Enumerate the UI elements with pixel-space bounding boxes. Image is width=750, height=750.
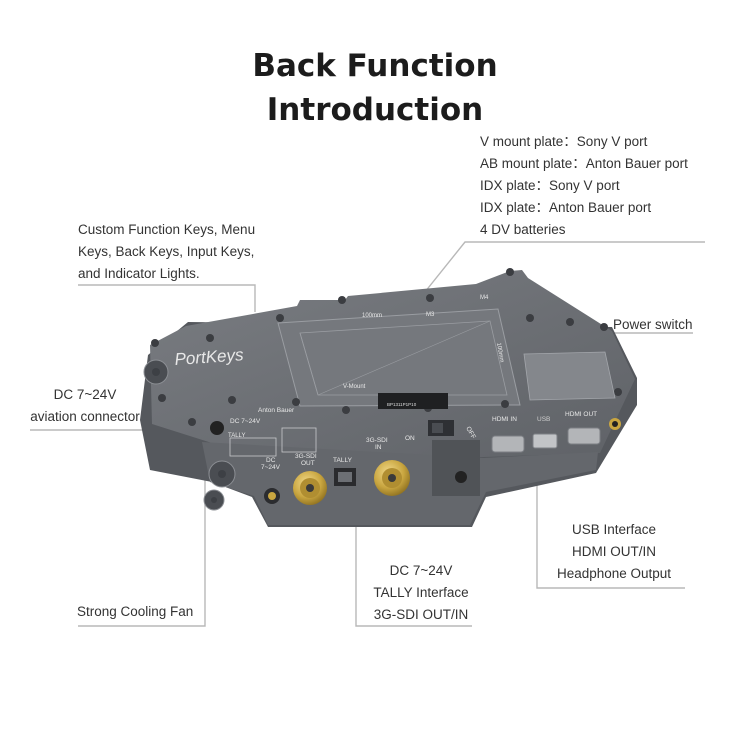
serial-number: BP1311P1P10 <box>387 402 417 407</box>
callout-keys-line-2: Keys, Back Keys, Input Keys, <box>78 244 255 259</box>
callout-usb-line-2: HDMI OUT/IN <box>572 544 656 559</box>
port-label-dc-top: DC 7~24V <box>230 418 261 425</box>
port-label-sdi-out-1: 3G-SDI <box>295 453 317 460</box>
plate-label-m3: M3 <box>426 312 435 318</box>
plate-label-height: 100mm <box>495 342 504 363</box>
page-title-line-1: Back Function <box>252 48 498 84</box>
callout-sdi-line-1: DC 7~24V <box>389 563 453 578</box>
callout-mount-line-5: 4 DV batteries <box>480 222 566 237</box>
port-label-hdmi-out: HDMI OUT <box>565 411 597 418</box>
plate-label-width: 100mm <box>362 313 382 319</box>
port-label-sdi-in-2: IN <box>375 444 382 451</box>
page-title-line-2: Introduction <box>266 92 484 128</box>
callout-keys-line-3: and Indicator Lights. <box>78 266 200 281</box>
callout-dc-aviation-line-2: aviation connector <box>30 409 140 424</box>
port-label-sdi-out-2: OUT <box>301 460 315 467</box>
port-label-on: ON <box>405 435 415 442</box>
monitor-body <box>140 268 637 527</box>
port-label-hdmi-in: HDMI IN <box>492 416 517 423</box>
port-label-dc: DC <box>266 457 276 464</box>
callout-dc-tally-sdi: DC 7~24V TALLY Interface 3G-SDI OUT/IN <box>362 560 480 626</box>
callout-dc-aviation-line-1: DC 7~24V <box>53 387 117 402</box>
callout-cooling-fan: Strong Cooling Fan <box>77 604 194 619</box>
port-label-tally-top: TALLY <box>228 433 245 439</box>
callout-mount-line-1: V mount plate：Sony V port <box>480 134 648 149</box>
callout-mount-plates: V mount plate：Sony V port AB mount plate… <box>480 131 688 241</box>
plate-label-m4: M4 <box>480 295 489 301</box>
port-label-sdi-in-1: 3G-SDI <box>366 437 388 444</box>
callout-power-switch: Power switch <box>613 317 693 332</box>
brand-logo: PortKeys <box>174 345 245 369</box>
callout-sdi-line-2: TALLY Interface <box>373 585 469 600</box>
callout-usb-line-1: USB Interface <box>571 522 657 537</box>
callout-sdi-line-3: 3G-SDI OUT/IN <box>373 607 469 622</box>
callout-dc-aviation: DC 7~24V aviation connector <box>26 384 144 428</box>
callout-mount-line-2: AB mount plate：Anton Bauer port <box>480 156 688 171</box>
callout-mount-line-4: IDX plate：Anton Bauer port <box>480 200 652 215</box>
port-label-tally: TALLY <box>333 457 353 464</box>
callout-function-keys: Custom Function Keys, Menu Keys, Back Ke… <box>78 219 255 285</box>
plate-label-anton-bauer: Anton Bauer <box>258 407 295 414</box>
port-label-usb: USB <box>537 416 550 423</box>
callout-usb-line-3: Headphone Output <box>556 566 672 581</box>
callout-usb-hdmi-headphone: USB Interface HDMI OUT/IN Headphone Outp… <box>548 519 680 585</box>
device-printed-text: PortKeys M4 M3 100mm 100mm V-Mount Anton… <box>174 295 597 471</box>
callout-keys-line-1: Custom Function Keys, Menu <box>78 222 256 237</box>
callout-mount-line-3: IDX plate：Sony V port <box>480 178 620 193</box>
port-label-dc-volt: 7~24V <box>261 464 281 471</box>
plate-label-vmount: V-Mount <box>343 384 366 390</box>
